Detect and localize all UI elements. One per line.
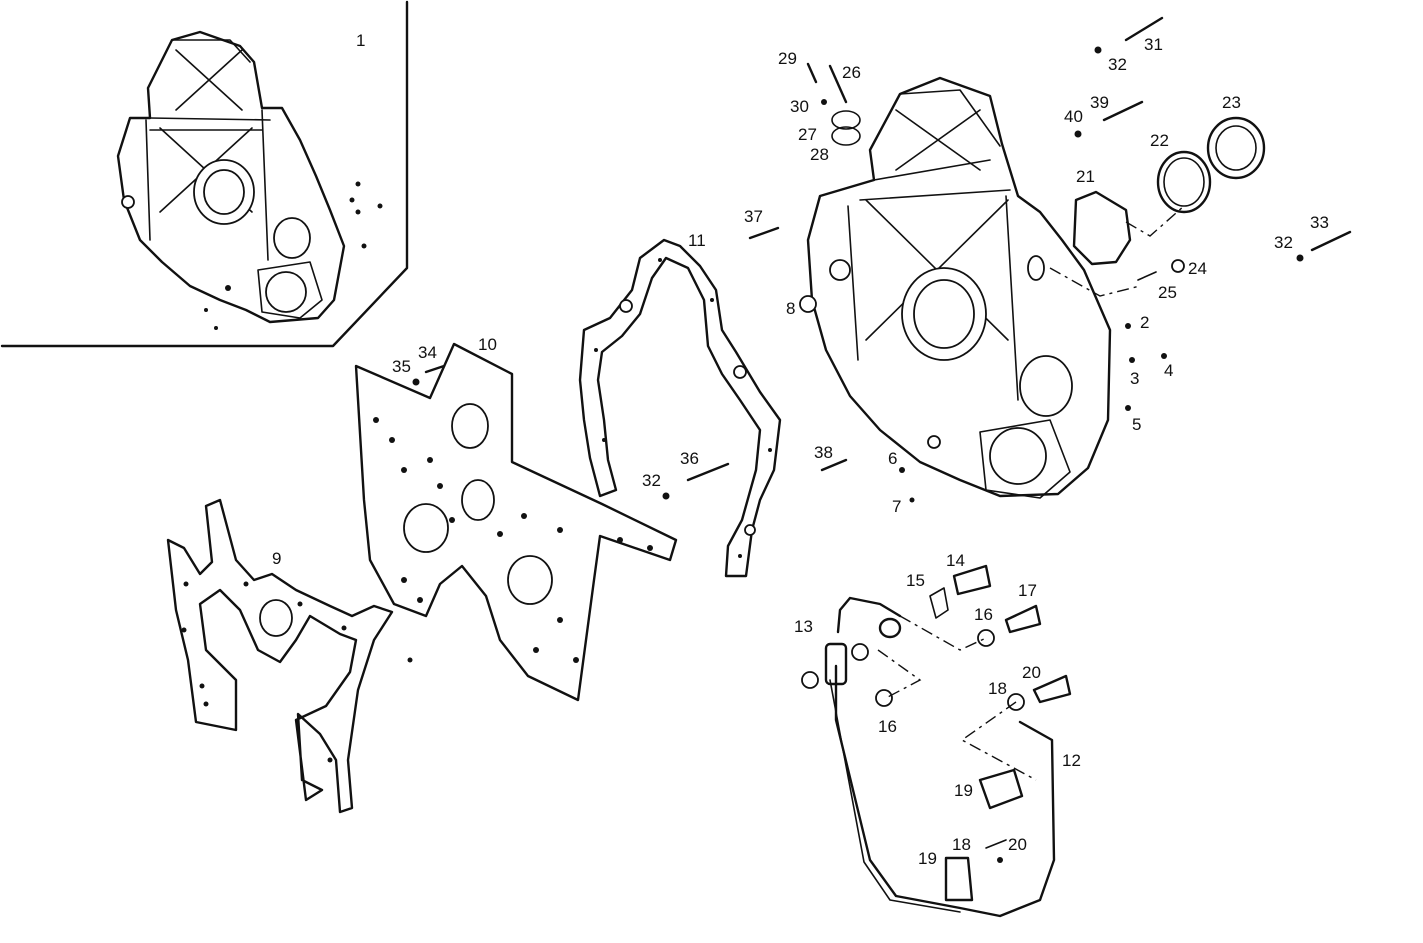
callout-10: 10	[478, 335, 497, 354]
callout-14: 14	[946, 551, 965, 570]
callout-27: 27	[798, 125, 817, 144]
callout-1: 1	[356, 31, 365, 50]
assembly-lines	[877, 205, 1185, 781]
callout-34: 34	[418, 343, 437, 362]
callout-36: 36	[680, 449, 699, 468]
callout-32c: 32	[642, 471, 661, 490]
callout-38: 38	[814, 443, 833, 462]
gasket-11	[578, 238, 782, 578]
fasteners	[412, 16, 1352, 503]
callout-18b: 18	[952, 835, 971, 854]
callout-7: 7	[892, 497, 901, 516]
callout-4: 4	[1164, 361, 1173, 380]
housing-large	[806, 76, 1112, 499]
callout-3: 3	[1130, 369, 1139, 388]
callout-24: 24	[1188, 259, 1207, 278]
callout-39: 39	[1090, 93, 1109, 112]
callout-35: 35	[392, 357, 411, 376]
callout-31: 31	[1144, 35, 1163, 54]
callout-37: 37	[744, 207, 763, 226]
callout-25: 25	[1158, 283, 1177, 302]
callout-33: 33	[1310, 213, 1329, 232]
callout-20a: 20	[1022, 663, 1041, 682]
callout-18a: 18	[988, 679, 1007, 698]
callout-19a: 19	[954, 781, 973, 800]
callout-26: 26	[842, 63, 861, 82]
callout-labels: 1 2 3 4 5 6 7 8 9 10 11 12 13 14 15 16 1…	[272, 31, 1329, 868]
callout-6: 6	[888, 449, 897, 468]
callout-29: 29	[778, 49, 797, 68]
callout-2: 2	[1140, 313, 1149, 332]
callout-28: 28	[810, 145, 829, 164]
callout-23: 23	[1222, 93, 1241, 112]
gasket-9	[166, 498, 413, 814]
callout-13: 13	[794, 617, 813, 636]
callout-5: 5	[1132, 415, 1141, 434]
callout-40: 40	[1064, 107, 1083, 126]
plate-10	[354, 342, 678, 702]
callout-32b: 32	[1274, 233, 1293, 252]
inset-frame	[0, 0, 409, 348]
seals-and-cover	[799, 110, 1266, 313]
housing-assembly-small	[116, 30, 383, 330]
callout-16a: 16	[974, 605, 993, 624]
callout-20b: 20	[1008, 835, 1027, 854]
callout-15: 15	[906, 571, 925, 590]
callout-21: 21	[1076, 167, 1095, 186]
callout-17: 17	[1018, 581, 1037, 600]
callout-16b: 16	[878, 717, 897, 736]
callout-9: 9	[272, 549, 281, 568]
callout-32a: 32	[1108, 55, 1127, 74]
callout-30: 30	[790, 97, 809, 116]
callout-8: 8	[786, 299, 795, 318]
callout-22: 22	[1150, 131, 1169, 150]
callout-12: 12	[1062, 751, 1081, 770]
callout-11: 11	[688, 231, 706, 250]
callout-19b: 19	[918, 849, 937, 868]
pipe-assembly	[801, 564, 1072, 918]
